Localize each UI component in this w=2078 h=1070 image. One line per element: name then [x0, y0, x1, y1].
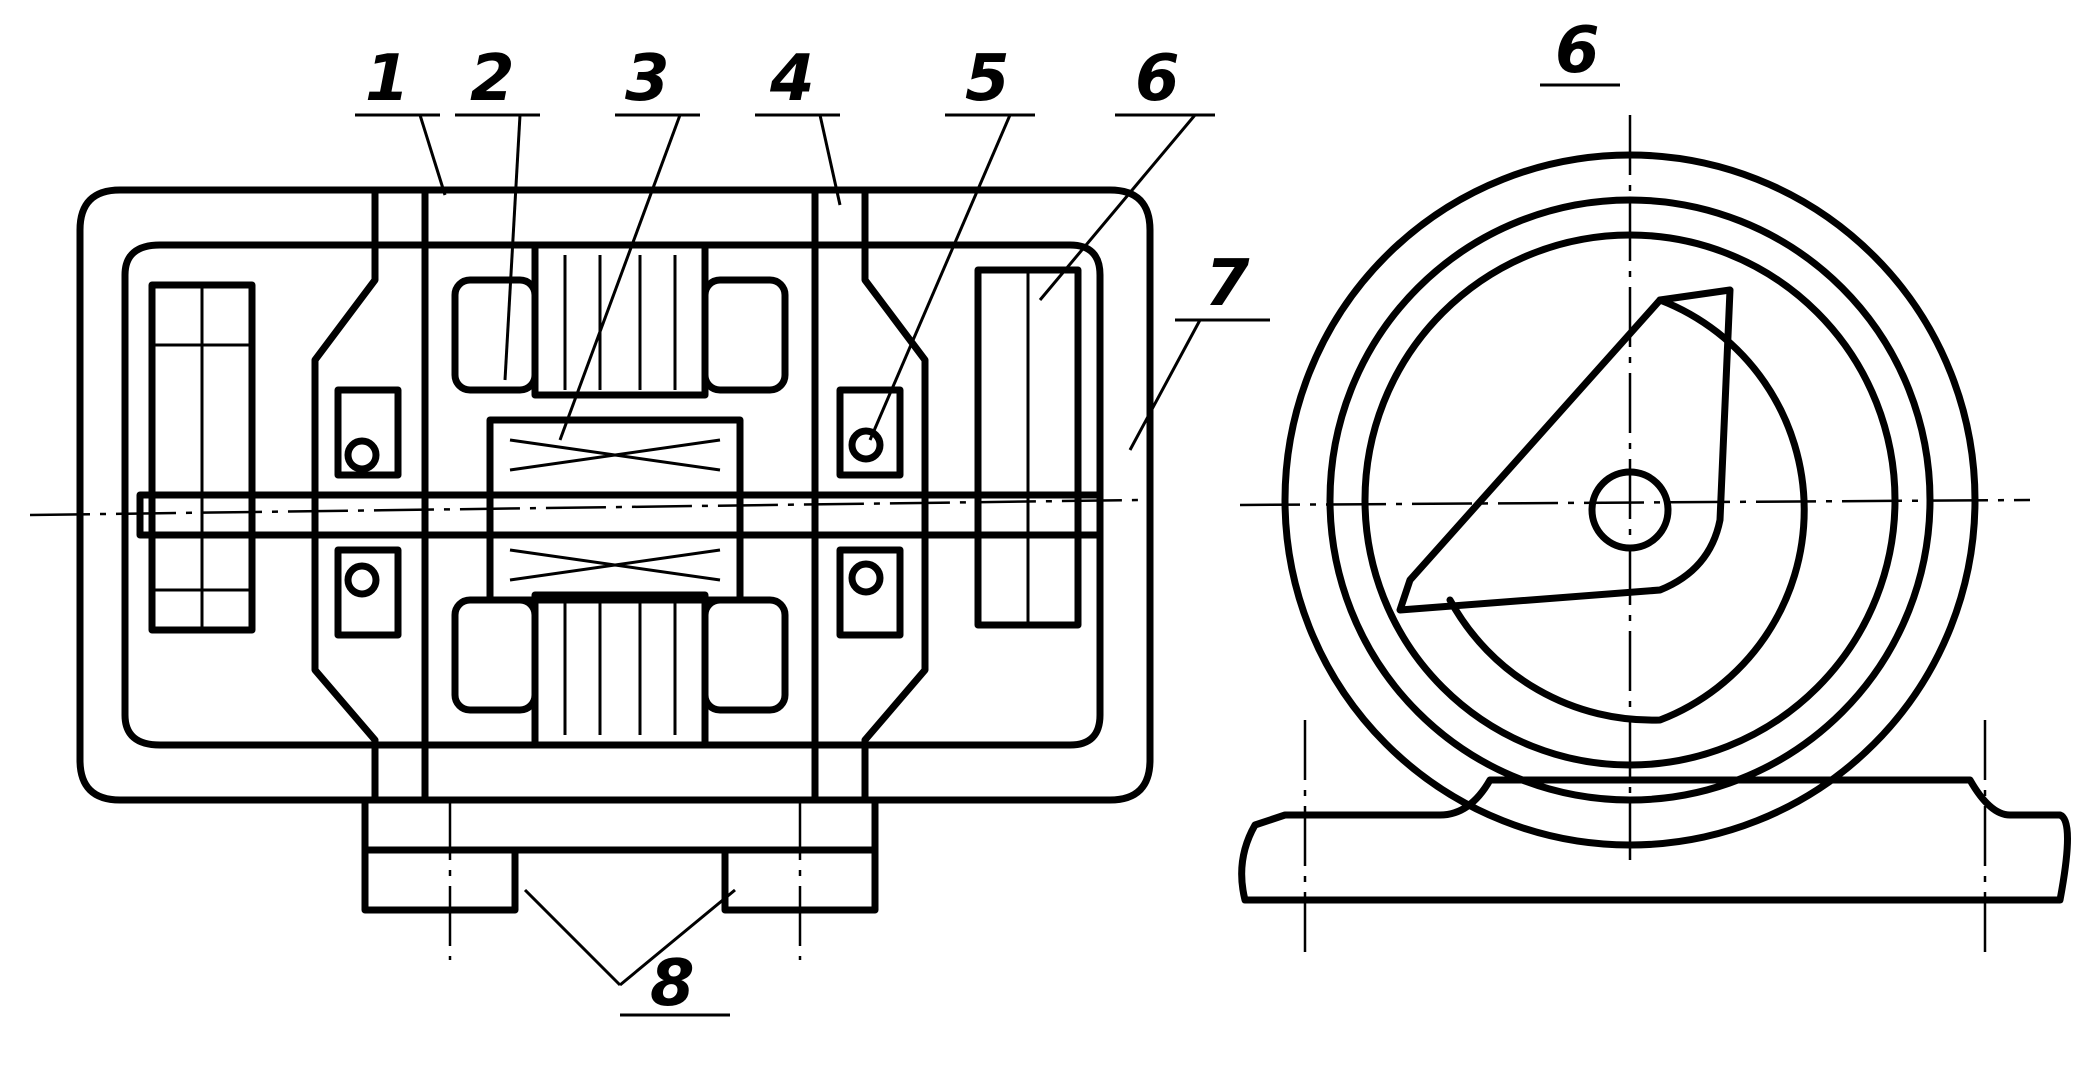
callout-4: 4: [769, 42, 815, 116]
shaft: [136, 491, 1104, 539]
callout-3: 3: [625, 42, 670, 116]
stator-pole-bottom: [531, 591, 709, 749]
armature: [486, 416, 744, 604]
stator-frame-bottom: [421, 741, 819, 804]
side-base: [1238, 776, 2071, 904]
base-plate: [361, 796, 879, 854]
callout-1: 1: [365, 42, 410, 116]
callout-6-side: 6: [1555, 14, 1600, 88]
housing-shell: [76, 186, 1154, 804]
side-flywheel-arm: [1396, 286, 1734, 614]
leader-lines: [355, 83, 1620, 1017]
stator-pole-top: [531, 241, 709, 399]
callout-5: 5: [965, 42, 1010, 116]
side-flywheel-rim: [1446, 296, 1808, 724]
mount-foot-left: [361, 846, 519, 914]
callout-8: 8: [650, 947, 695, 1021]
callout-2: 2: [470, 42, 515, 116]
field-winding-top-left: [451, 276, 539, 394]
centerlines-side: [1239, 115, 2031, 960]
bearings: [334, 386, 904, 639]
callout-6: 6: [1135, 42, 1180, 116]
left-bearing-shield: [311, 186, 429, 804]
centerlines-section: [29, 498, 1141, 960]
stator-frame-top: [421, 186, 819, 249]
field-winding-bottom-left: [451, 596, 539, 714]
callout-7: 7: [1205, 247, 1250, 321]
section-view: [29, 186, 1154, 960]
field-winding-bottom-right: [701, 596, 789, 714]
side-view: [1238, 115, 2071, 960]
field-winding-top-right: [701, 276, 789, 394]
armature-winding-marks: [509, 438, 721, 582]
